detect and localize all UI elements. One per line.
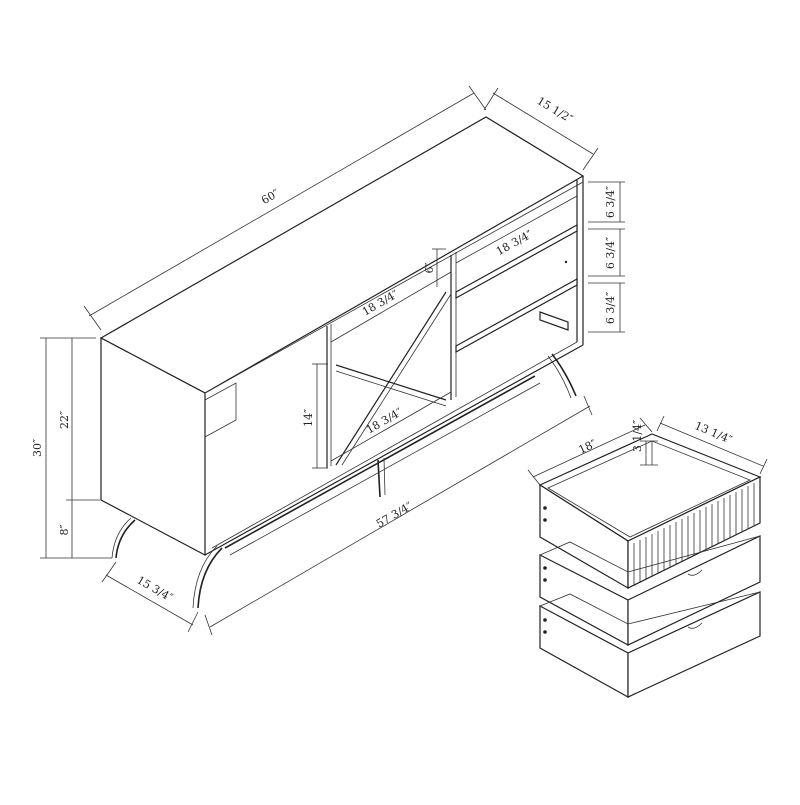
drawer-top	[538, 433, 762, 590]
drawer-dimension-lines	[527, 415, 768, 486]
wine-rack-cross-2b	[335, 370, 447, 407]
drawer-bottom	[539, 591, 761, 699]
left-compartment	[204, 382, 237, 438]
label-body-height: 22″	[58, 411, 71, 429]
drawer-fluting	[633, 483, 755, 586]
label-leg-height: 8″	[58, 524, 71, 535]
label-overall-width: 60″	[259, 187, 281, 207]
label-drawer-width: 13 1/4″	[693, 419, 734, 446]
label-wine-rack-bottom-width: 18 3/4″	[364, 406, 405, 437]
bottom-rail-2	[229, 382, 541, 556]
wine-rack-cross-1b	[341, 293, 452, 466]
label-drawer-depth: 18″	[577, 437, 599, 456]
label-leg-span: 57 3/4″	[374, 500, 415, 531]
wine-rack-cross-2	[335, 364, 447, 401]
label-overall-depth: 15 1/2″	[535, 94, 575, 125]
label-shelf-height-3: 6 3/4″	[604, 292, 617, 324]
label-wine-rack-gap: 6″	[423, 262, 436, 273]
leg-front-right	[197, 547, 223, 609]
sideboard-body	[99, 116, 585, 556]
leg-front-left-b	[111, 517, 132, 559]
label-drawer-height: 3 1/4″	[631, 420, 644, 452]
leg-front-right-b	[192, 545, 218, 609]
leg-back-mid-b	[383, 457, 386, 496]
shelf-pin	[564, 260, 568, 264]
top-inner-edge	[204, 181, 584, 394]
label-overall-height: 30″	[31, 439, 44, 457]
shelf-bracket	[539, 311, 569, 331]
wine-rack-cross-1	[335, 291, 447, 466]
dimension-lines	[40, 85, 625, 636]
label-shelf-height-2: 6 3/4″	[604, 237, 617, 269]
leg-front-left	[115, 519, 136, 559]
label-leg-depth: 15 3/4″	[134, 574, 175, 605]
leg-back-right-b	[547, 355, 572, 399]
bottom-edge	[204, 344, 584, 556]
bottom-inner-edge	[211, 341, 578, 549]
sideboard-top	[99, 116, 585, 394]
label-shelf-height-1: 6 3/4″	[604, 186, 617, 218]
drawer-middle	[539, 535, 761, 647]
shelf-upper	[455, 223, 578, 300]
label-wine-rack-height: 14″	[302, 409, 315, 427]
legs	[111, 353, 577, 609]
leg-back-right	[551, 353, 577, 397]
shelf-lower	[455, 277, 578, 354]
leg-back-mid	[377, 459, 381, 498]
bottom-rail-1	[224, 375, 536, 549]
